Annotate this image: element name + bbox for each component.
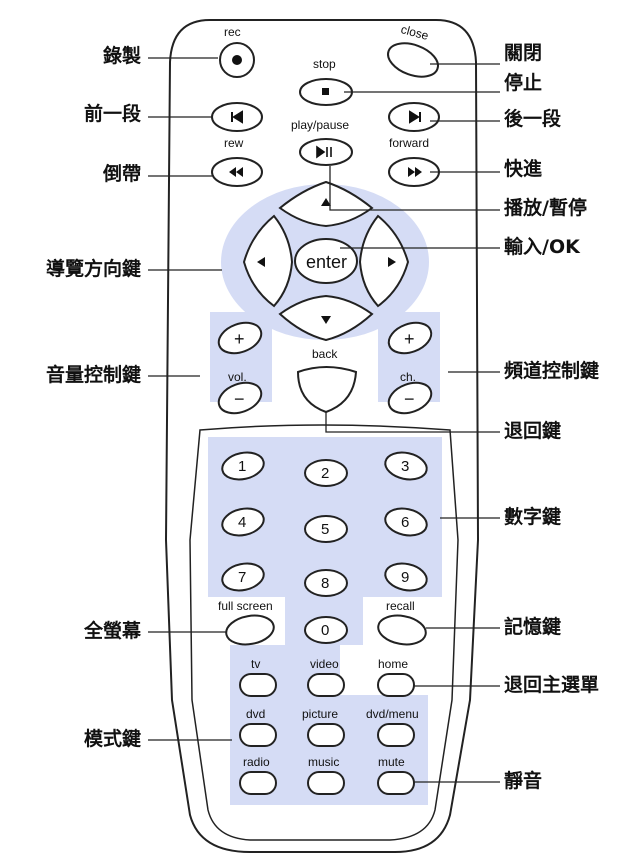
- num-6-button[interactable]: [383, 505, 429, 539]
- fullscreen-button[interactable]: [224, 612, 276, 648]
- back-text: back: [312, 347, 338, 361]
- dvd-button[interactable]: [239, 723, 277, 747]
- forward-text: forward: [389, 136, 429, 150]
- enter-text: enter: [306, 252, 347, 272]
- down-arrow-icon: [321, 316, 331, 324]
- picture-text: picture: [302, 707, 338, 721]
- picture-button[interactable]: [307, 723, 345, 747]
- label-forward: 快進: [504, 158, 543, 180]
- ch-text: ch.: [400, 370, 416, 384]
- label-home: 退回主選單: [504, 674, 600, 696]
- ch-down-button[interactable]: [385, 377, 436, 418]
- vol-up-text: +: [234, 329, 245, 349]
- num-7-button[interactable]: [220, 560, 266, 594]
- label-volume: 音量控制鍵: [45, 364, 141, 386]
- remote-body-inner-outline: [189, 424, 459, 841]
- vol-down-button[interactable]: [215, 377, 266, 418]
- label-prev: 前一段: [83, 103, 141, 125]
- vol-text: vol.: [228, 370, 247, 384]
- label-numbers: 數字鍵: [504, 506, 562, 528]
- enter-button[interactable]: [294, 238, 358, 284]
- label-nav: 導覽方向鍵: [45, 258, 141, 280]
- ch-up-button[interactable]: [385, 317, 436, 358]
- num-2-button[interactable]: [304, 459, 348, 487]
- play-pause-text: play/pause: [291, 118, 349, 132]
- vol-down-text: −: [234, 389, 245, 409]
- music-button[interactable]: [307, 771, 345, 795]
- num-8-text: 8: [321, 575, 329, 592]
- stop-icon: [322, 88, 329, 95]
- rec-text: rec: [224, 25, 241, 39]
- label-back: 退回鍵: [504, 420, 562, 442]
- ch-down-text: −: [404, 389, 415, 409]
- fullscreen-text: full screen: [218, 599, 273, 613]
- rew-icon: [229, 167, 243, 177]
- dvdmenu-text: dvd/menu: [366, 707, 419, 721]
- num-8-button[interactable]: [304, 569, 348, 597]
- label-mode: 模式鍵: [83, 728, 141, 750]
- mute-button[interactable]: [377, 771, 415, 795]
- num-5-text: 5: [321, 521, 329, 538]
- radio-text: radio: [243, 755, 270, 769]
- back-button[interactable]: [296, 366, 358, 414]
- mute-text: mute: [378, 755, 405, 769]
- home-button[interactable]: [377, 673, 415, 697]
- nav-left-button[interactable]: [242, 214, 294, 308]
- stop-text: stop: [313, 57, 336, 71]
- num-7-text: 7: [238, 569, 246, 586]
- rew-text: rew: [224, 136, 244, 150]
- left-arrow-icon: [257, 257, 265, 267]
- num-1-button[interactable]: [220, 449, 266, 483]
- home-text: home: [378, 657, 408, 671]
- num-4-text: 4: [238, 514, 246, 531]
- up-arrow-icon: [321, 198, 331, 206]
- num-3-button[interactable]: [383, 449, 429, 483]
- num-2-text: 2: [321, 465, 329, 482]
- label-mute: 靜音: [504, 770, 543, 792]
- prev-icon: [231, 110, 243, 124]
- ch-up-text: +: [404, 329, 415, 349]
- dvdmenu-button[interactable]: [377, 723, 415, 747]
- num-9-text: 9: [401, 569, 409, 586]
- num-6-text: 6: [401, 514, 409, 531]
- leader-back: [325, 412, 500, 433]
- label-rew: 倒帶: [102, 163, 141, 185]
- num-0-button[interactable]: [304, 616, 348, 644]
- dvd-text: dvd: [246, 707, 265, 721]
- right-arrow-icon: [388, 257, 396, 267]
- num-9-button[interactable]: [383, 560, 429, 594]
- num-4-button[interactable]: [220, 505, 266, 539]
- label-enter: 輸入/OK: [504, 236, 580, 258]
- vol-up-button[interactable]: [215, 317, 266, 358]
- tv-button[interactable]: [239, 673, 277, 697]
- next-icon: [409, 110, 421, 124]
- recall-button[interactable]: [376, 612, 428, 648]
- radio-button[interactable]: [239, 771, 277, 795]
- label-play-pause: 播放/暫停: [504, 197, 587, 219]
- num-5-button[interactable]: [304, 515, 348, 543]
- recall-text: recall: [386, 599, 415, 613]
- leader-lines: [148, 57, 500, 783]
- num-3-text: 3: [401, 458, 409, 475]
- rec-icon: [232, 55, 242, 65]
- music-text: music: [308, 755, 339, 769]
- close-button[interactable]: [383, 37, 442, 83]
- video-button[interactable]: [307, 673, 345, 697]
- num-0-text: 0: [321, 622, 329, 639]
- label-fullscreen: 全螢幕: [83, 620, 141, 642]
- label-recall: 記憶鍵: [504, 616, 562, 638]
- num-1-text: 1: [238, 458, 246, 475]
- label-close: 關閉: [504, 42, 543, 64]
- play-pause-icon: [316, 145, 332, 159]
- leader-play-pause: [329, 166, 500, 211]
- play-pause-button[interactable]: [299, 138, 353, 166]
- label-channel: 頻道控制鍵: [504, 360, 600, 382]
- label-stop: 停止: [504, 72, 543, 94]
- tv-text: tv: [251, 657, 260, 671]
- label-next: 後一段: [504, 108, 562, 130]
- forward-icon: [408, 167, 422, 177]
- video-text: video: [310, 657, 339, 671]
- label-rec: 錄製: [102, 45, 141, 67]
